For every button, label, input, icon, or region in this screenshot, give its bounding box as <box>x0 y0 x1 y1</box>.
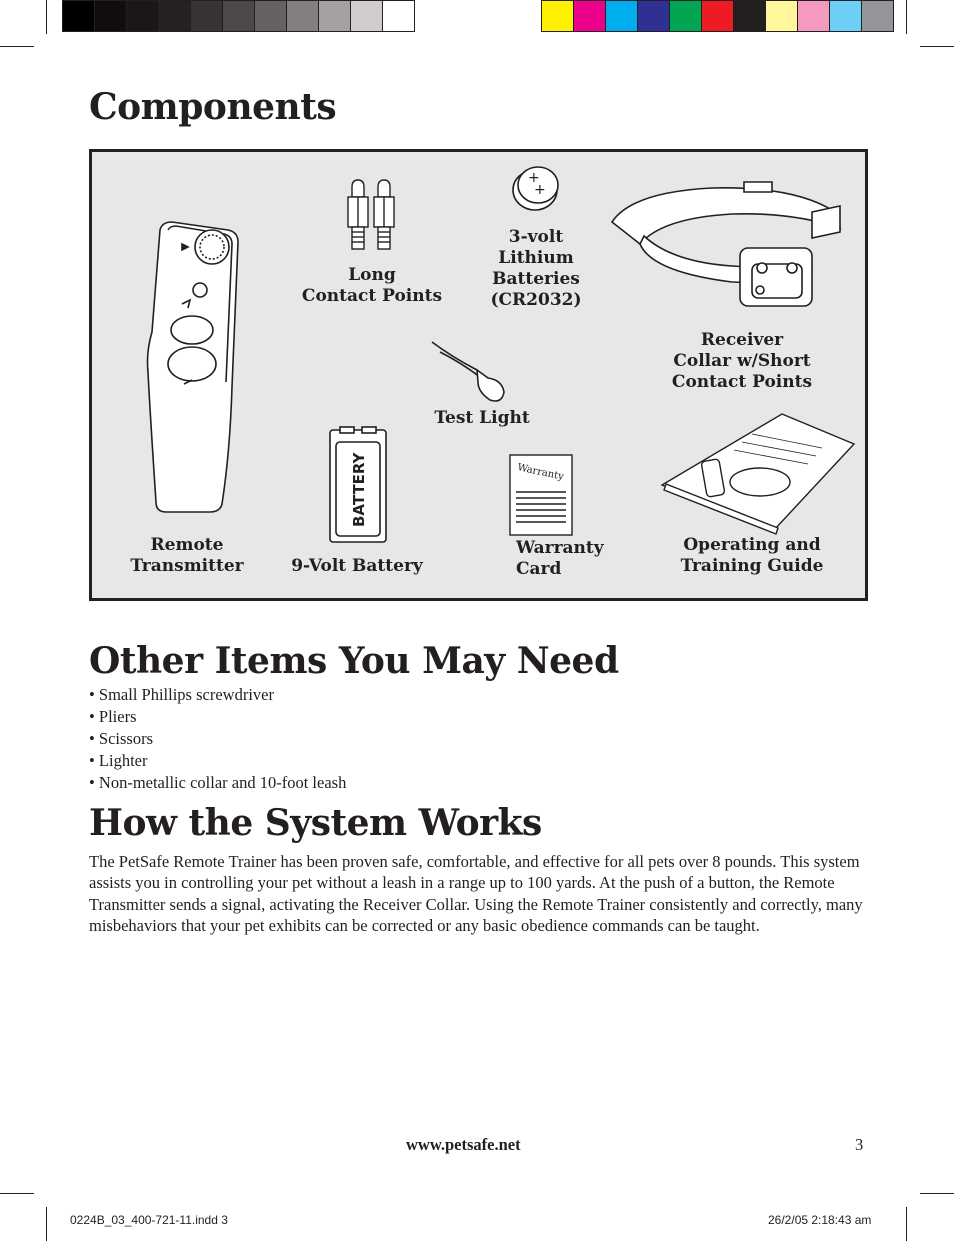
color-swatch <box>126 0 159 32</box>
how-it-works-paragraph: The PetSafe Remote Trainer has been prov… <box>89 852 863 936</box>
color-swatch <box>573 0 606 32</box>
label-lithium-batteries: 3-volt Lithium Batteries (CR2032) <box>490 227 582 310</box>
svg-text:+: + <box>534 182 546 198</box>
color-swatch <box>605 0 638 32</box>
color-swatch <box>765 0 798 32</box>
color-swatch <box>222 0 255 32</box>
remote-transmitter-illustration <box>146 221 239 513</box>
battery-print: BATTERY <box>350 451 368 527</box>
long-contact-points-illustration <box>347 179 395 250</box>
crop-mark <box>46 0 47 34</box>
label-remote-transmitter: Remote Transmitter <box>130 535 244 576</box>
color-swatch <box>94 0 127 32</box>
slug-file: 0224B_03_400-721-11.indd 3 <box>70 1213 228 1227</box>
crop-mark <box>906 1207 907 1241</box>
crop-mark <box>0 46 34 47</box>
color-swatch <box>861 0 894 32</box>
color-swatch <box>382 0 415 32</box>
crop-mark <box>920 46 954 47</box>
list-item: Pliers <box>89 706 346 728</box>
svg-text:+: + <box>528 170 540 186</box>
receiver-collar-illustration <box>610 181 842 307</box>
lithium-batteries-illustration: + + <box>512 166 559 211</box>
color-swatch <box>733 0 766 32</box>
list-item: Lighter <box>89 750 346 772</box>
color-swatch <box>254 0 287 32</box>
label-warranty-card: Warranty Card <box>516 538 604 579</box>
footer-url: www.petsafe.net <box>406 1135 521 1154</box>
color-swatch <box>350 0 383 32</box>
nine-volt-battery-illustration: BATTERY <box>329 426 387 543</box>
list-item: Small Phillips screwdriver <box>89 684 346 706</box>
color-swatch <box>829 0 862 32</box>
other-items-heading: Other Items You May Need <box>89 640 619 682</box>
how-it-works-heading: How the System Works <box>89 802 542 844</box>
color-swatch <box>286 0 319 32</box>
crop-mark <box>920 1193 954 1194</box>
warranty-card-illustration: Warranty <box>509 454 573 536</box>
label-guide: Operating and Training Guide <box>680 535 824 576</box>
page-number: 3 <box>855 1135 864 1154</box>
color-swatch <box>318 0 351 32</box>
components-illustration: + + BATTERY <box>146 166 856 543</box>
slug-date: 26/2/05 2:18:43 am <box>768 1213 872 1227</box>
list-item: Scissors <box>89 728 346 750</box>
guide-booklet-illustration <box>660 413 856 535</box>
color-swatch <box>158 0 191 32</box>
test-light-illustration <box>431 341 505 402</box>
label-receiver-collar: Receiver Collar w/Short Contact Points <box>671 330 813 392</box>
color-swatch <box>190 0 223 32</box>
other-items-list: Small Phillips screwdriver Pliers Scisso… <box>89 684 346 794</box>
color-swatch <box>669 0 702 32</box>
color-swatch <box>701 0 734 32</box>
color-swatch <box>541 0 574 32</box>
components-heading: Components <box>89 86 337 128</box>
crop-mark <box>0 1193 34 1194</box>
components-panel: + + BATTERY <box>89 149 868 601</box>
color-swatch <box>797 0 830 32</box>
label-long-contact-points: Long Contact Points <box>301 265 443 306</box>
label-nine-volt-battery: 9-Volt Battery <box>291 556 423 576</box>
crop-mark <box>906 0 907 34</box>
label-test-light: Test Light <box>434 408 530 428</box>
color-swatch <box>62 0 95 32</box>
list-item: Non-metallic collar and 10-foot leash <box>89 772 346 794</box>
color-swatch <box>637 0 670 32</box>
crop-mark <box>46 1207 47 1241</box>
